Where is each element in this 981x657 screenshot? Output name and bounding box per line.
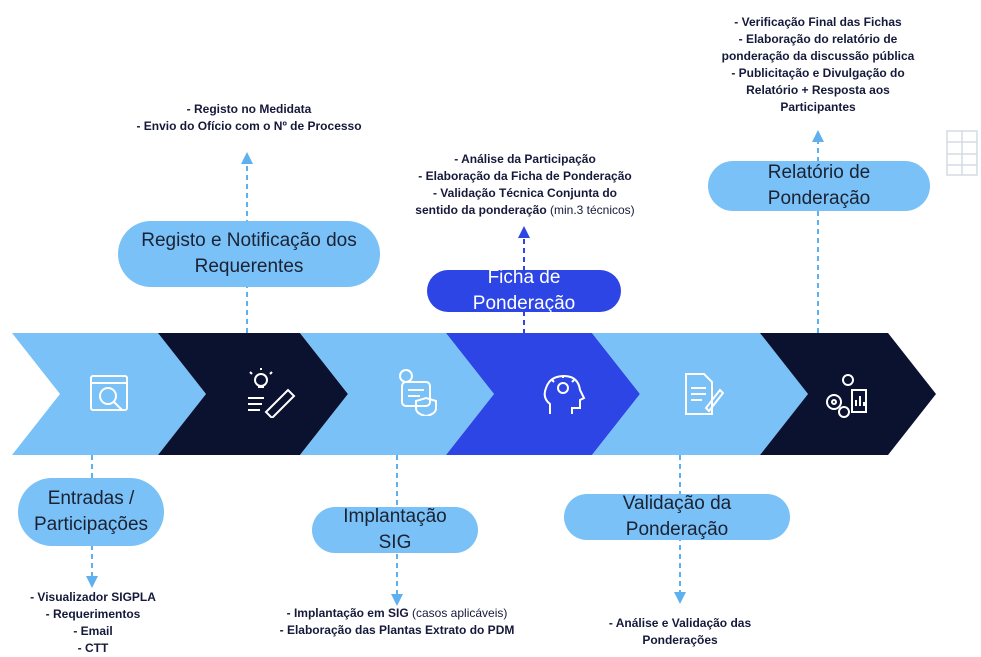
notes-validacao: - Análise e Validação das Ponderações bbox=[590, 615, 770, 649]
process-stage-2 bbox=[158, 333, 348, 455]
idea-edit-icon bbox=[248, 368, 296, 418]
process-stage-1 bbox=[12, 333, 206, 455]
note-line: - Registo no Medidata bbox=[186, 102, 312, 116]
notes-registo: - Registo no Medidata - Envio do Ofício … bbox=[118, 101, 380, 135]
note-line: - Publicitação e Divulgação do bbox=[731, 66, 905, 80]
note-line: - Elaboração do relatório de bbox=[738, 32, 898, 46]
head-lightbulb-icon bbox=[543, 374, 586, 414]
note-line: - Elaboração da Ficha de Ponderação bbox=[418, 169, 632, 183]
note-line: - Requerimentos bbox=[45, 607, 141, 621]
note-light: (casos aplicáveis) bbox=[408, 606, 508, 620]
stage-label-registo: Registo e Notificação dos Requerentes bbox=[118, 221, 380, 287]
document-pen-icon bbox=[685, 373, 724, 415]
notes-ficha: - Análise da Participação - Elaboração d… bbox=[400, 151, 650, 219]
note-bold: sentido da ponderação bbox=[415, 203, 547, 217]
faint-grid-icon bbox=[946, 130, 978, 176]
note-line: - Análise da Participação bbox=[454, 152, 596, 166]
stage-label-ficha: Ficha de Ponderação bbox=[427, 267, 621, 314]
stage-label-validacao: Validação da Ponderação bbox=[564, 493, 790, 540]
note-line: - Visualizador SIGPLA bbox=[30, 590, 156, 604]
search-window-icon bbox=[90, 375, 128, 411]
note-line: Relatório + Resposta aos bbox=[746, 83, 890, 97]
stage-label-implantacao: Implantação SIG bbox=[312, 506, 478, 553]
note-line: - Verificação Final das Fichas bbox=[734, 15, 902, 29]
gis-shield-icon bbox=[399, 369, 437, 416]
note-line: - Elaboração das Plantas Extrato do PDM bbox=[279, 623, 515, 637]
notes-relatorio: - Verificação Final das Fichas - Elabora… bbox=[700, 14, 936, 116]
note-line: - Validação Técnica Conjunta do bbox=[432, 186, 618, 200]
note-light: (min.3 técnicos) bbox=[546, 203, 635, 217]
process-stage-4 bbox=[446, 333, 640, 455]
note-line: - Envio do Ofício com o Nº de Processo bbox=[136, 119, 362, 133]
note-line: - CTT bbox=[77, 641, 109, 655]
notes-entradas: - Visualizador SIGPLA - Requerimentos - … bbox=[8, 589, 178, 657]
process-stage-3 bbox=[300, 333, 494, 455]
note-line: Participantes bbox=[780, 100, 856, 114]
note-line: sentido da ponderação (min.3 técnicos) bbox=[400, 202, 650, 219]
process-stage-6 bbox=[760, 333, 936, 455]
notes-implantacao: - Implantação em SIG (casos aplicáveis) … bbox=[262, 605, 532, 639]
note-line: ponderação da discussão pública bbox=[721, 49, 915, 63]
note-line: Ponderações bbox=[642, 633, 718, 647]
note-bold: - Implantação em SIG bbox=[286, 606, 409, 620]
stage-label-entradas: Entradas / Participações bbox=[18, 478, 164, 546]
gears-report-icon bbox=[826, 374, 867, 418]
note-line: - Análise e Validação das bbox=[608, 616, 752, 630]
stage-label-relatorio: Relatório de Ponderação bbox=[708, 161, 930, 211]
note-line: - Implantação em SIG (casos aplicáveis) bbox=[262, 605, 532, 622]
note-line: - Email bbox=[73, 624, 113, 638]
